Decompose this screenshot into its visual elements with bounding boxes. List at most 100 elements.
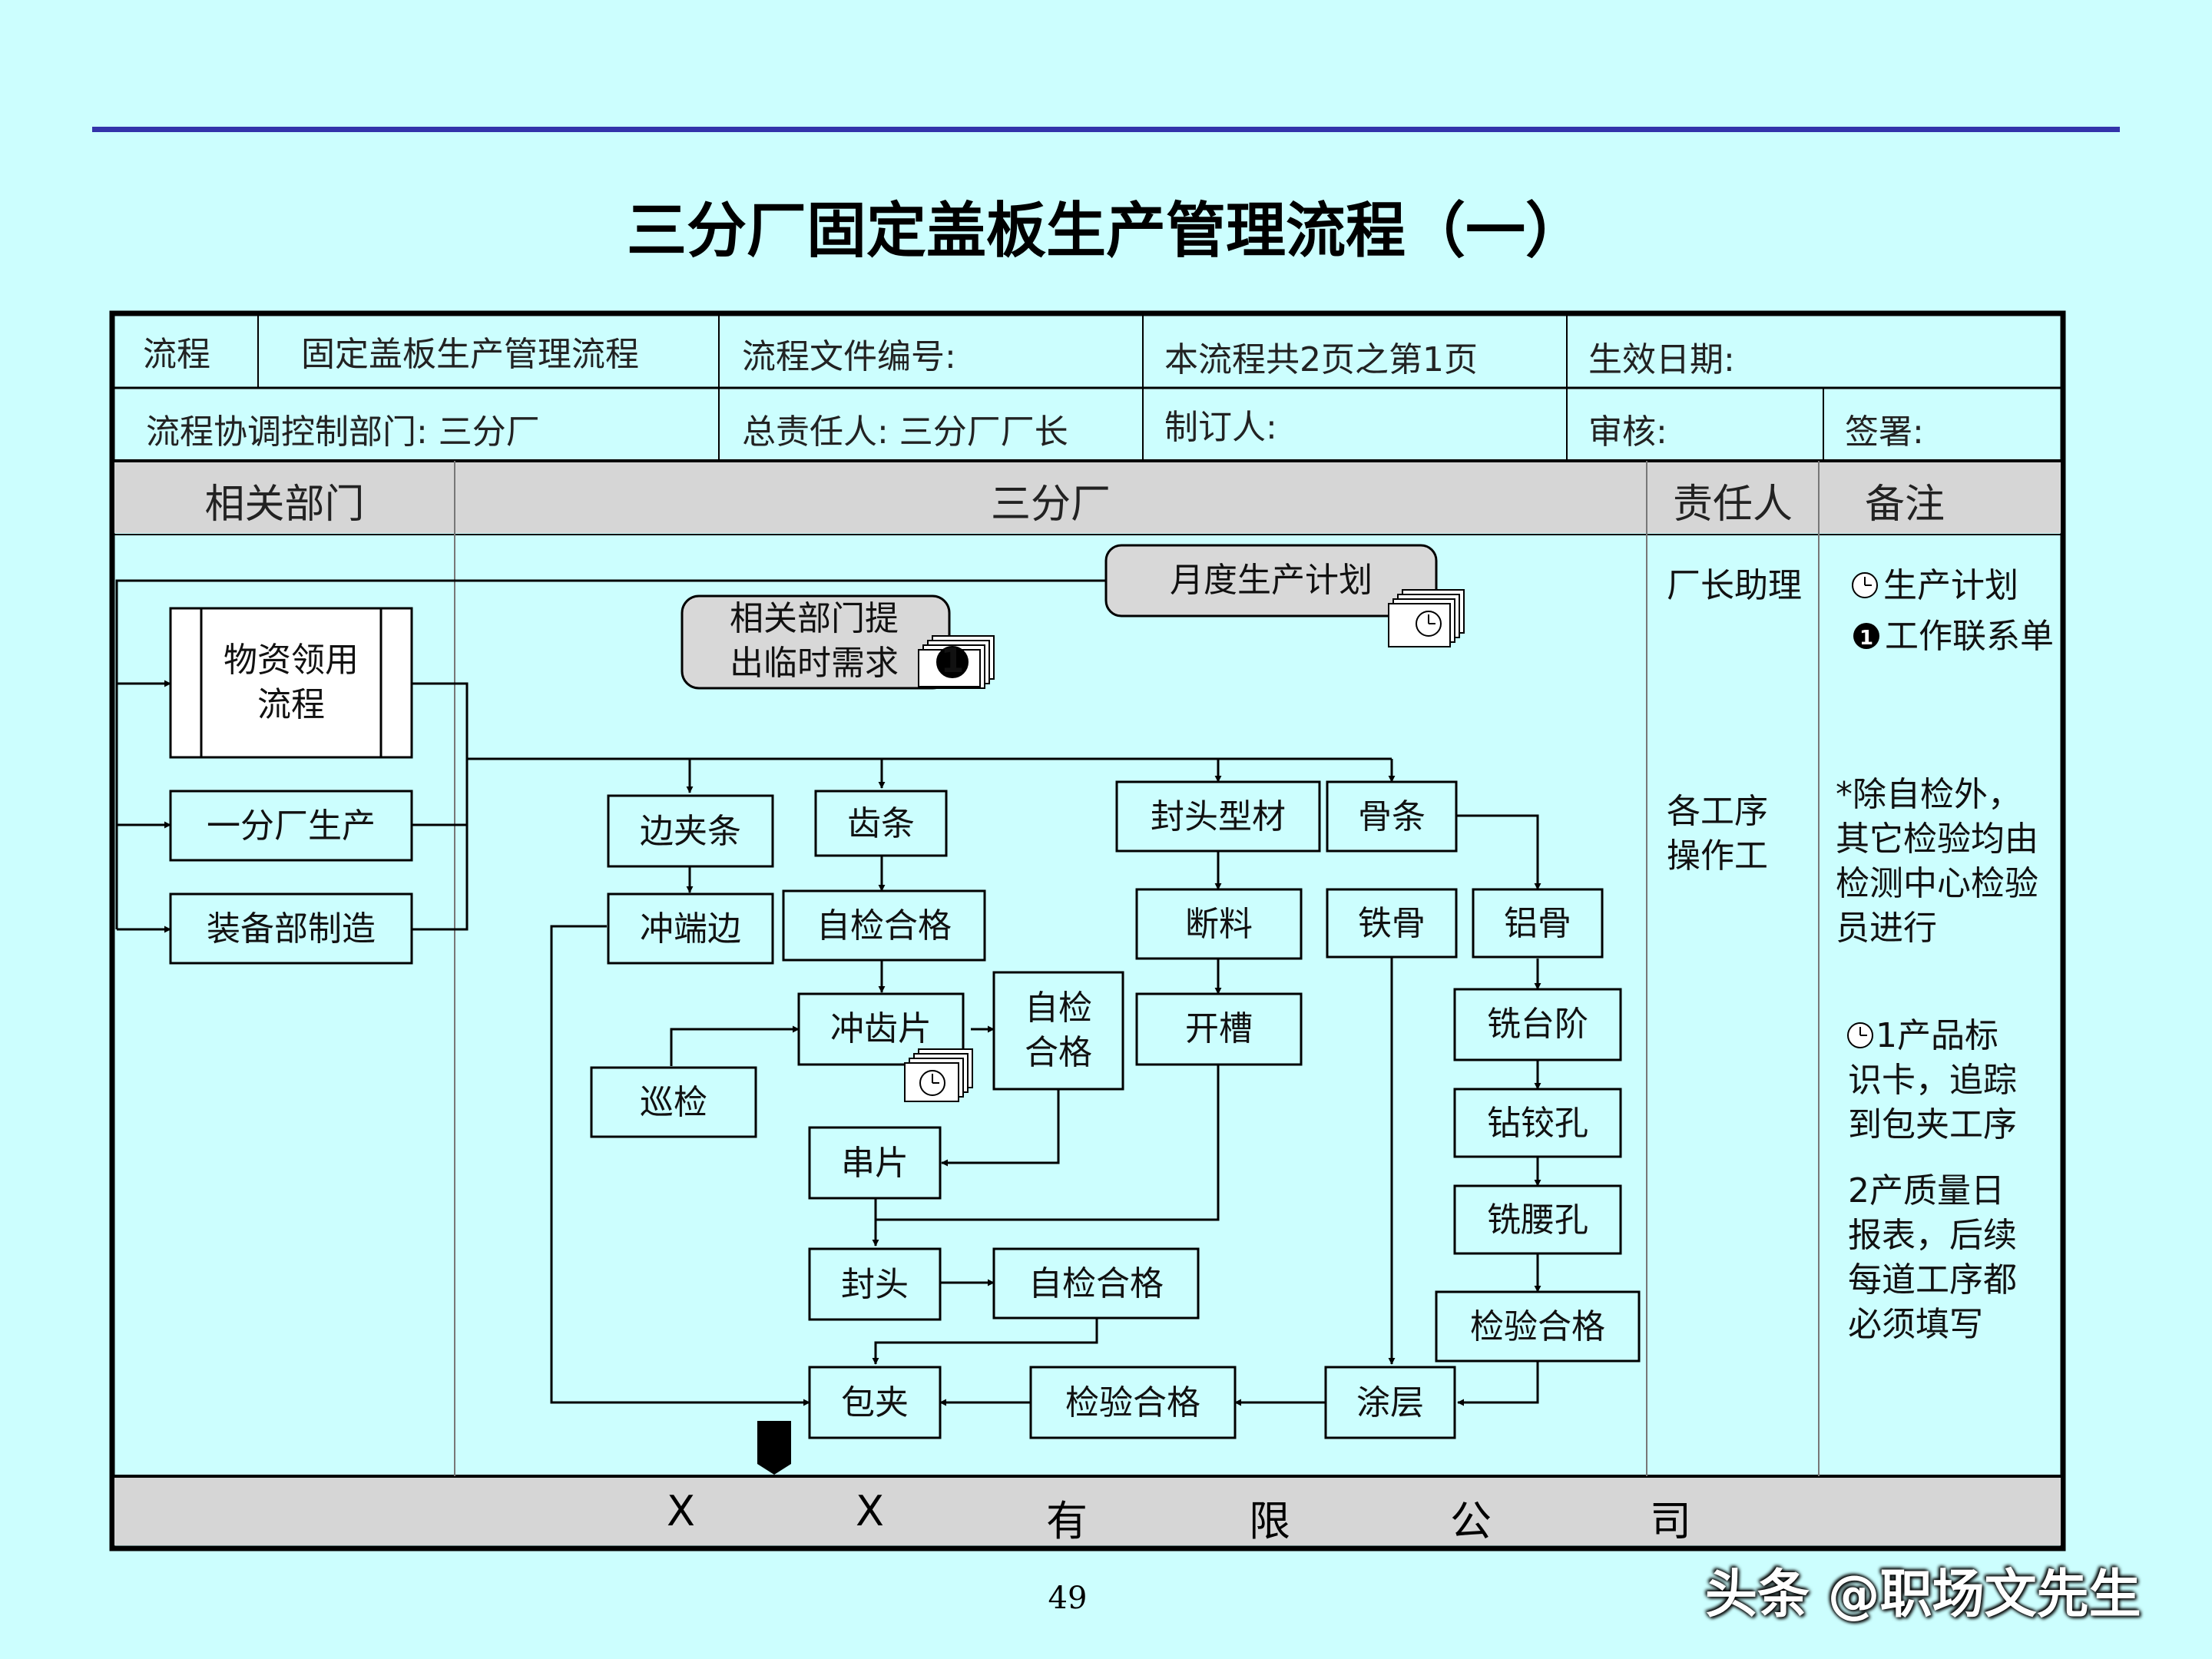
box-side-clamp <box>607 794 774 868</box>
label-inspect-ok2: 检验合格 <box>1065 1383 1200 1422</box>
clock-icon <box>1847 1022 1873 1048</box>
note-id-card: 识卡，追踪 到包夹工序 <box>1848 1058 2017 1147</box>
label-teeth-bar: 齿条 <box>847 804 915 843</box>
footer-char: X <box>667 1487 695 1535</box>
note-inspection-line: 其它检验均由 <box>1836 820 2038 859</box>
offpage-connector-icon <box>757 1421 791 1475</box>
label-punch-edge: 冲端边 <box>640 909 741 949</box>
page-number: 49 <box>1048 1581 1088 1616</box>
note-daily-report-line: 报表，后续 <box>1848 1216 2017 1255</box>
connectors <box>115 579 1541 1406</box>
label-self-check-1: 自检 <box>1025 988 1092 1028</box>
label-coating: 涂层 <box>1356 1383 1424 1422</box>
header-pages: 本流程共2页之第1页 <box>1164 340 1478 379</box>
label-patrol: 巡检 <box>640 1083 707 1122</box>
box-teeth-bar <box>814 790 948 857</box>
note-daily-report-line: 必须填写 <box>1848 1305 1983 1344</box>
label-rib: 骨条 <box>1358 797 1426 836</box>
note-id-card-line: 识卡，追踪 <box>1848 1061 2017 1100</box>
box-inspect-ok1 <box>1435 1290 1641 1363</box>
note-daily-report-line: 每道工序都 <box>1848 1260 2017 1300</box>
doc-stack-badge-icon <box>918 635 995 689</box>
doc-stack-clock-icon <box>904 1048 973 1102</box>
footer-char: X <box>856 1487 884 1535</box>
note-inspection-line: *除自检外， <box>1836 775 2022 814</box>
label-head-profile: 封头型材 <box>1151 797 1286 836</box>
doc-stack-icon <box>1388 589 1465 647</box>
col-head-related-dept: 相关部门 <box>204 482 365 528</box>
box-punch-edge <box>607 892 774 965</box>
responsible-operators-1: 各工序 <box>1667 792 1768 831</box>
label-temp-demand-2: 出临时需求 <box>730 644 899 683</box>
box-rib <box>1326 780 1458 853</box>
header-author: 制订人: <box>1164 408 1277 447</box>
header-reviewer: 审核: <box>1588 412 1667 452</box>
note-id-card-1: 1产品标 <box>1876 1016 1998 1055</box>
box-slotting <box>1135 992 1303 1066</box>
box-al-rib <box>1472 888 1604 959</box>
header-sign: 签署: <box>1845 412 1924 452</box>
label-wrap: 包夹 <box>841 1383 909 1422</box>
label-seal-head: 封头 <box>841 1265 909 1304</box>
label-mill-step: 铣台阶 <box>1487 1005 1588 1044</box>
note-daily-report: 2产质量日 报表，后续 每道工序都 必须填写 <box>1848 1169 2017 1347</box>
header-file-no: 流程文件编号: <box>742 337 956 376</box>
header-process-name: 固定盖板生产管理流程 <box>301 335 639 374</box>
box-cut-off <box>1135 888 1303 960</box>
label-plant1: 一分厂生产 <box>207 806 376 846</box>
box-self-check-ok1 <box>782 889 986 962</box>
label-material-1: 物资领用 <box>224 641 359 680</box>
label-monthly-plan: 月度生产计划 <box>1170 561 1373 600</box>
badge-number: 1 <box>941 641 965 680</box>
label-string-sheet: 串片 <box>841 1144 909 1183</box>
responsible-assistant: 厂长助理 <box>1667 566 1802 605</box>
col-head-responsible: 责任人 <box>1672 482 1793 528</box>
note-daily-report-line: 2产质量日 <box>1848 1171 2005 1210</box>
note-inspection-line: 检测中心检验 <box>1836 864 2038 903</box>
col-head-notes: 备注 <box>1864 482 1945 528</box>
box-monthly-plan <box>1104 544 1438 618</box>
footer-char: 司 <box>1650 1497 1691 1545</box>
label-iron-rib: 铁骨 <box>1358 904 1426 943</box>
label-drill-ream: 钻铰孔 <box>1487 1104 1588 1143</box>
numbered-bullet-icon <box>1853 623 1879 649</box>
box-coating <box>1324 1366 1456 1439</box>
label-self-check-ok2: 自检合格 <box>1028 1264 1164 1303</box>
responsible-operators-2: 操作工 <box>1667 836 1768 876</box>
form-frame <box>109 310 2066 1551</box>
box-plant1 <box>169 790 413 862</box>
numbered-bullet-label: 1 <box>1859 627 1873 650</box>
box-drill-ream <box>1453 1088 1622 1158</box>
box-material-flow <box>169 607 413 759</box>
label-punch-teeth: 冲齿片 <box>830 1009 932 1048</box>
note-production-plan: 生产计划 <box>1883 566 2018 605</box>
box-patrol <box>590 1066 757 1138</box>
label-self-check-2: 合格 <box>1025 1033 1092 1072</box>
box-self-check <box>992 971 1124 1091</box>
footer-char: 限 <box>1249 1497 1290 1545</box>
header-owner: 总责任人: 三分厂厂长 <box>742 412 1068 452</box>
header-coord-dept: 流程协调控制部门: 三分厂 <box>146 412 540 452</box>
note-inspection: *除自检外， 其它检验均由 检测中心检验 员进行 <box>1836 773 2038 951</box>
label-mill-waist: 铣腰孔 <box>1487 1200 1588 1240</box>
box-labels: 月度生产计划 相关部门提 出临时需求 物资领用 流程 一分厂生产 装备部制造 边… <box>207 561 1605 1422</box>
note-id-card-line: 到包夹工序 <box>1848 1105 2017 1144</box>
process-boxes <box>169 544 1641 1439</box>
top-rule <box>92 127 2120 132</box>
box-iron-rib <box>1326 888 1458 959</box>
page-title: 三分厂固定盖板生产管理流程（一） <box>626 197 1585 266</box>
label-equip: 装备部制造 <box>207 909 376 949</box>
label-inspect-ok1: 检验合格 <box>1470 1307 1605 1346</box>
label-slotting: 开槽 <box>1185 1009 1253 1048</box>
box-mill-step <box>1453 988 1622 1061</box>
note-work-contact: 工作联系单 <box>1885 617 2054 656</box>
box-head-profile <box>1115 780 1321 853</box>
label-cut-off: 断料 <box>1185 905 1253 944</box>
label-self-check-ok1: 自检合格 <box>816 906 952 945</box>
box-self-check-ok2 <box>992 1247 1200 1320</box>
footer-char: 有 <box>1046 1497 1088 1545</box>
label-al-rib: 铝骨 <box>1504 904 1571 943</box>
header-label-process: 流程 <box>143 335 210 374</box>
label-material-2: 流程 <box>257 685 325 724</box>
